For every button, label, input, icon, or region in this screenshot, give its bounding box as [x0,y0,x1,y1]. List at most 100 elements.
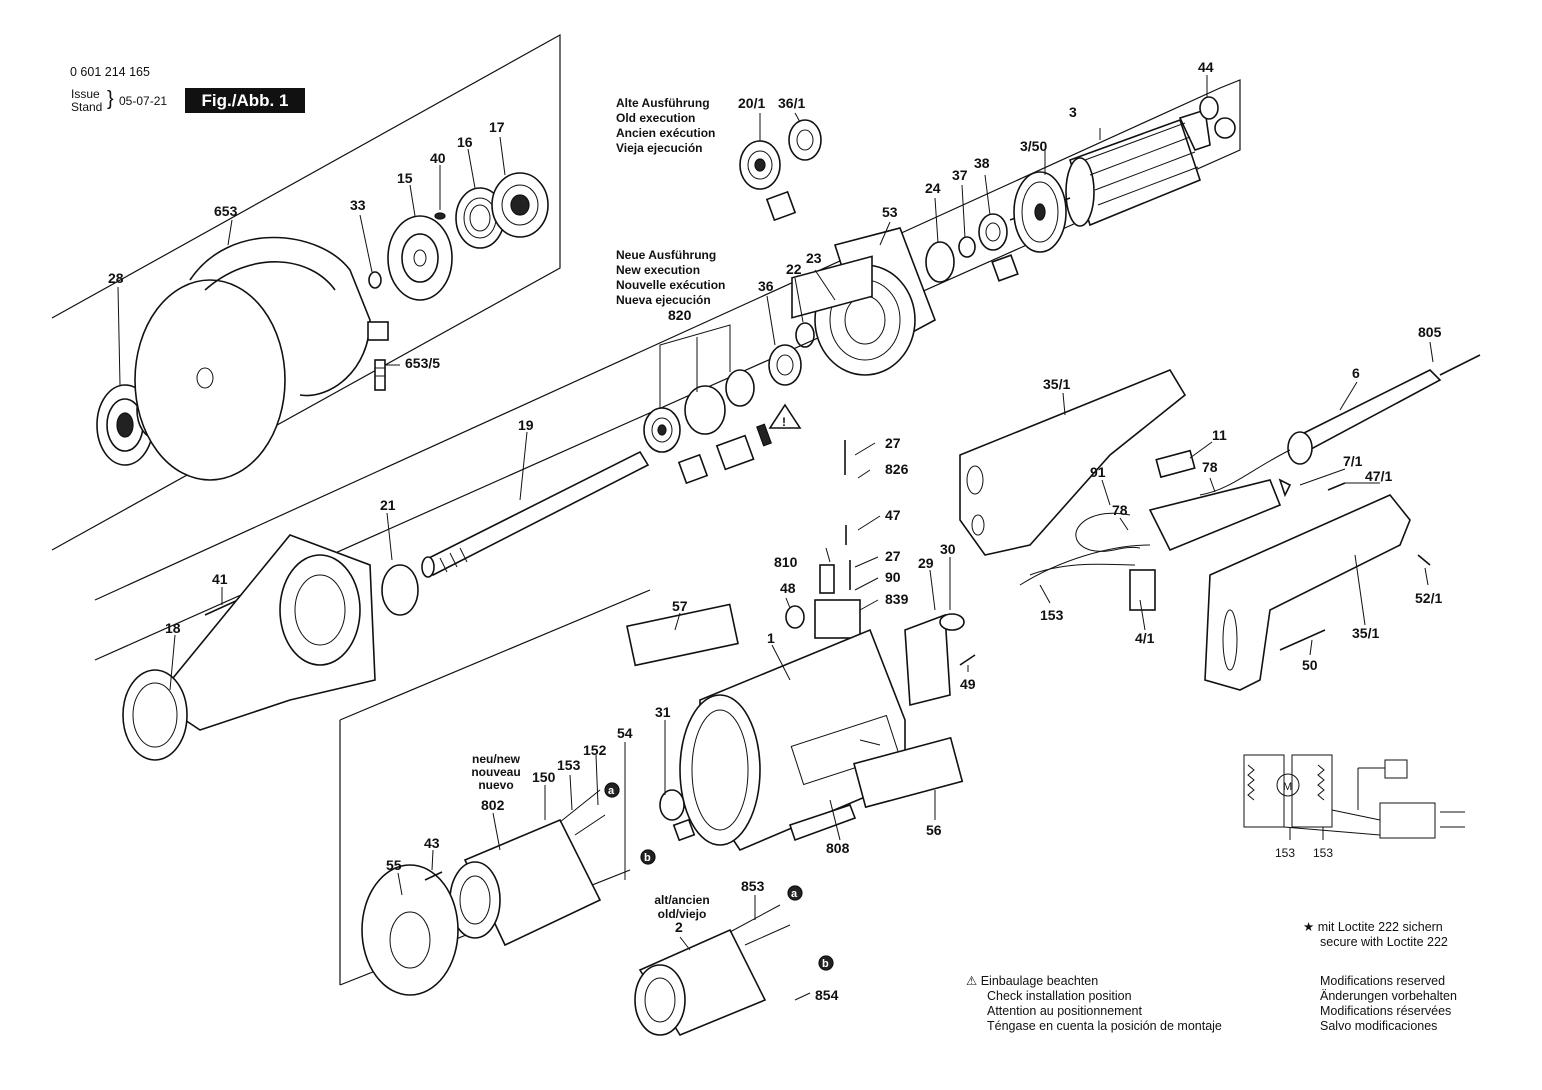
plate-826 [791,255,873,319]
figure-badge: Fig./Abb. 1 [185,88,305,113]
label-28: 28 [108,270,124,286]
label-49: 49 [960,676,976,692]
label-47: 47 [885,507,901,523]
label-6: 6 [1352,365,1360,381]
label-35-1-a: 35/1 [1043,376,1070,392]
brush-810 [819,564,835,594]
old-stator-2: old/viejo [657,907,707,921]
label-15: 15 [397,170,413,186]
old-stator-1: alt/ancien [654,893,710,907]
old-stator-note: alt/ancien old/viejo [643,893,721,921]
brace: } [107,88,114,110]
label-4-1: 4/1 [1135,630,1155,646]
label-31: 31 [655,704,671,720]
bracket-29 [904,613,951,707]
marker-b-circle-1 [640,849,656,865]
bearing-44 [1199,96,1219,120]
label-91: 91 [1090,464,1106,480]
label-22: 22 [786,261,802,277]
label-44: 44 [1198,59,1214,75]
ring-24 [925,241,955,283]
label-826: 826 [885,461,909,477]
loctite-en: secure with Loctite 222 [1320,935,1448,949]
ring-33 [368,271,382,289]
label-853: 853 [741,878,765,894]
part-number: 0 601 214 165 [70,65,150,79]
gear-head-18 [122,534,376,761]
switch-4-1 [1129,479,1282,611]
loctite-note: ★ mit Loctite 222 sichern secure with Lo… [1303,920,1448,950]
label-24: 24 [925,180,941,196]
sleeve-820-b [715,434,755,471]
nut-48 [785,605,805,629]
label-33: 33 [350,197,366,213]
stator-2 [634,904,791,1036]
spring-pin [756,423,772,447]
label-808: 808 [826,840,850,856]
cable-91 [1075,512,1141,552]
modifications-en: Modifications reserved [1320,974,1446,988]
stator-802 [449,789,606,947]
screw-52-1 [1417,554,1431,566]
label-54: 54 [617,725,633,741]
new-execution-es: Nueva ejecución [616,293,711,307]
label-36-1: 36/1 [778,95,805,111]
label-48: 48 [780,580,796,596]
old-execution-es: Vieja ejecución [616,141,703,155]
label-18: 18 [165,620,181,636]
warning-icon-36: ! [768,403,802,429]
stand-label: Stand [71,100,103,114]
label-23: 23 [806,250,822,266]
label-810: 810 [774,554,798,570]
label-29: 29 [918,555,934,571]
label-37: 37 [952,167,968,183]
label-20-1: 20/1 [738,95,765,111]
svg-text:!: ! [782,415,786,429]
old-execution-de: Alte Ausführung [616,96,710,110]
label-1: 1 [767,630,775,646]
modifications-de: Änderungen vorbehalten [1320,989,1457,1003]
loctite-tag-31 [672,818,696,842]
label-78-a: 78 [1202,459,1218,475]
installation-note: ⚠ Einbaulage beachten Check installation… [966,974,1222,1034]
label-52-1: 52/1 [1415,590,1442,606]
marker-b-1: b [644,852,651,864]
fan-3-50 [1013,171,1067,253]
label-43: 43 [424,835,440,851]
bearing-17 [491,172,549,238]
label-805: 805 [1418,324,1442,340]
label-152: 152 [583,742,607,758]
brush-holder-839 [814,599,861,639]
ring-22 [795,322,815,348]
label-854: 854 [815,987,839,1003]
guard-653 [134,236,371,481]
label-78-b: 78 [1112,502,1128,518]
installation-fr: Attention au positionnement [987,1004,1142,1018]
label-153-a: 153 [1040,607,1064,623]
ring-21 [381,564,419,616]
new-execution-de: Neue Ausführung [616,248,717,262]
ring-820-a [725,369,755,407]
marker-a-2: a [791,888,798,900]
label-21: 21 [380,497,396,513]
sleeve-820 [684,385,726,435]
label-50: 50 [1302,657,1318,673]
label-653-5: 653/5 [405,355,440,371]
label-30: 30 [940,541,956,557]
plate-808 [788,803,857,842]
issue-label: Issue [71,87,100,101]
handle-half-35-1-top [959,369,1187,556]
loctite-tag-38 [991,254,1019,282]
loctite-de: mit Loctite 222 sichern [1317,920,1443,934]
installation-es: Téngase en cuenta la posición de montaje [987,1019,1222,1033]
motor-housing-1 [679,628,906,851]
bearing-20-1 [739,140,781,190]
marker-a-circle-2 [787,885,803,901]
wiring-label-153-b: 153 [1313,846,1333,860]
label-35-1-b: 35/1 [1352,625,1379,641]
screw-50 [1279,629,1326,651]
issue-date: 05-07-21 [119,94,168,108]
marker-b-circle-2 [818,955,834,971]
label-3-50: 3/50 [1020,138,1047,154]
